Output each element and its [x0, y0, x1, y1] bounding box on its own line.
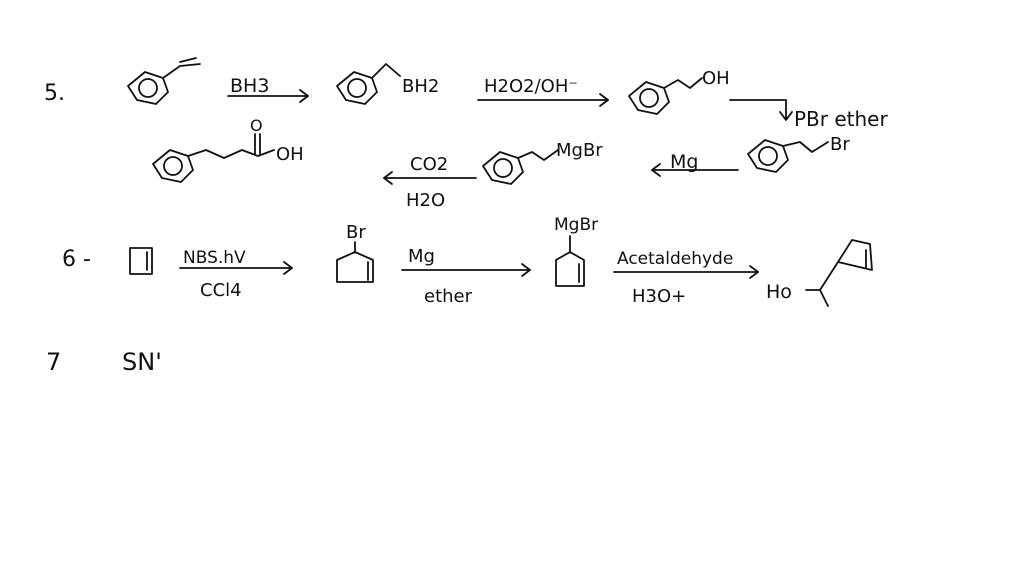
arrow-step2 [477, 93, 609, 107]
ring [336, 251, 374, 283]
aromatic-circle [639, 88, 659, 108]
reagent-bh3: BH3 [230, 75, 269, 97]
group-mgbr-6: MgBr [554, 215, 598, 235]
ring [555, 251, 585, 287]
grignard-cyclobutene-structure [555, 235, 585, 287]
problem-5-number: 5. [44, 81, 65, 106]
aromatic-circle [138, 78, 158, 98]
reagent-ccl4: CCl4 [200, 280, 242, 301]
reagent-acetaldehyde: Acetaldehyde [617, 249, 733, 269]
aromatic-circle [758, 146, 778, 166]
cyclobutene-ring [129, 247, 153, 275]
arrow-step4 [651, 163, 739, 177]
reagent-h2o2: H2O2/OH⁻ [484, 76, 578, 97]
arrow-6-step1 [179, 261, 293, 275]
vinyl-double-bond [179, 57, 197, 63]
styrene-structure [127, 57, 201, 105]
benzene-ring [127, 71, 169, 105]
group-oh: OH [702, 68, 730, 89]
acid-product-structure [152, 133, 275, 183]
alcohol-product-structure [805, 239, 873, 307]
group-bh2: BH2 [402, 76, 439, 97]
cyclobutene-structure [129, 247, 153, 275]
reagent-nbs: NBS.hV [183, 248, 246, 268]
reagent-pbr-ether: PBr ether [794, 107, 888, 131]
aromatic-circle [163, 156, 183, 176]
alkyl-chain [663, 77, 703, 89]
bromocyclobutene-structure [336, 241, 374, 283]
product-oh: OH [276, 144, 304, 165]
arrow-step5 [383, 171, 477, 185]
reagent-mg: Mg [670, 151, 698, 173]
arrow-step1 [227, 89, 309, 103]
product-ho: Ho [766, 281, 792, 303]
methyl-bond [819, 289, 829, 307]
alcohol-structure [628, 77, 703, 115]
aromatic-circle [347, 78, 367, 98]
arrow-step3 [729, 99, 793, 121]
benzene-ring [747, 139, 789, 173]
reagent-mg-6: Mg [408, 246, 435, 267]
reagent-ether: ether [424, 286, 473, 307]
side-chain [805, 261, 839, 291]
problem-7-number: 7 [46, 348, 61, 376]
acid-chain [187, 149, 275, 159]
grignard-structure [482, 149, 559, 185]
alkyl-chain [371, 63, 401, 79]
carbonyl-oxygen: O [250, 116, 263, 135]
benzene-ring [152, 149, 194, 183]
group-br-6: Br [346, 222, 366, 243]
problem-7-text: SN' [122, 348, 162, 376]
ring [837, 239, 873, 271]
vinyl-chain [162, 63, 201, 79]
group-br: Br [830, 134, 850, 155]
benzene-ring [628, 81, 670, 115]
bromide-structure [747, 139, 829, 173]
alkyl-chain [517, 149, 559, 161]
group-mgbr: MgBr [556, 140, 603, 161]
arrow-6-step3 [613, 265, 759, 279]
benzene-ring [482, 151, 524, 185]
alkyl-chain [782, 141, 829, 153]
aromatic-circle [493, 158, 513, 178]
reagent-co2: CO2 [410, 154, 448, 175]
alkylborane-structure [336, 63, 401, 105]
reagent-h2o: H2O [406, 190, 445, 211]
arrow-6-step2 [401, 263, 531, 277]
reagent-h3o: H3O+ [632, 286, 686, 307]
problem-6-number: 6 - [62, 247, 91, 272]
benzene-ring [336, 71, 378, 105]
